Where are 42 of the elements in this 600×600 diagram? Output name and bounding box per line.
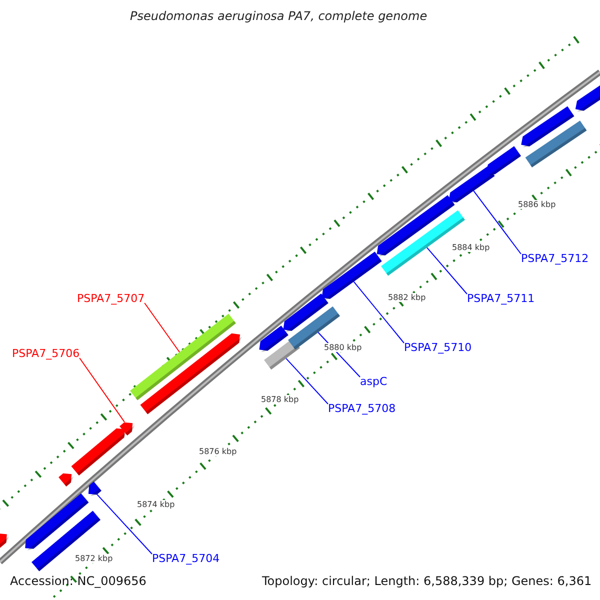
gene-label: PSPA7_5710 — [404, 341, 472, 354]
scale-label: 5876 kbp — [199, 447, 237, 456]
gene-bar — [140, 333, 242, 414]
gene-bar — [130, 314, 236, 400]
gene-label: PSPA7_5706 — [12, 347, 80, 360]
title: Pseudomonas aeruginosa PA7, complete genome — [130, 9, 428, 23]
gene-label: PSPA7_5712 — [521, 252, 589, 265]
gene-bar — [521, 106, 574, 148]
gene-bar — [25, 493, 89, 550]
scale-label: 5886 kbp — [518, 200, 556, 209]
gene-bar — [32, 510, 100, 572]
gene-label: PSPA7_5704 — [152, 552, 220, 565]
scale-label: 5878 kbp — [261, 395, 299, 404]
gene-label: PSPA7_5711 — [467, 292, 535, 305]
scale-label: 5872 kbp — [75, 554, 113, 563]
gene-bar — [0, 533, 9, 550]
gene-bar — [120, 422, 135, 436]
gene-label: PSPA7_5708 — [328, 402, 396, 415]
gene-bar — [322, 252, 382, 300]
leader-line — [353, 281, 404, 344]
gene-bar — [259, 326, 288, 352]
leader-line — [144, 302, 180, 353]
footer-text: Topology: circular; Length: 6,588,339 bp; Genes: 6,361 — [262, 574, 592, 588]
gene-bar — [486, 146, 521, 176]
gene-bar — [283, 294, 328, 332]
leader-line — [426, 247, 468, 294]
leader-line — [96, 494, 152, 554]
scale-label: 5884 kbp — [452, 243, 490, 252]
leader-line — [473, 190, 522, 254]
scale-label: 5874 kbp — [137, 500, 175, 509]
footer-text: Accession: NC_009656 — [10, 574, 146, 588]
gene-bar — [58, 473, 74, 486]
gene-bar — [525, 120, 587, 168]
leader-line — [286, 358, 328, 404]
leader-line — [79, 358, 126, 423]
gene-label: aspC — [360, 375, 388, 388]
scale-label: 5880 kbp — [324, 343, 362, 352]
gene-bar — [71, 428, 127, 476]
gene-bar — [88, 482, 102, 496]
scale-label: 5882 kbp — [388, 293, 426, 302]
gene-bar — [448, 166, 495, 204]
gene-label: PSPA7_5707 — [77, 292, 145, 305]
